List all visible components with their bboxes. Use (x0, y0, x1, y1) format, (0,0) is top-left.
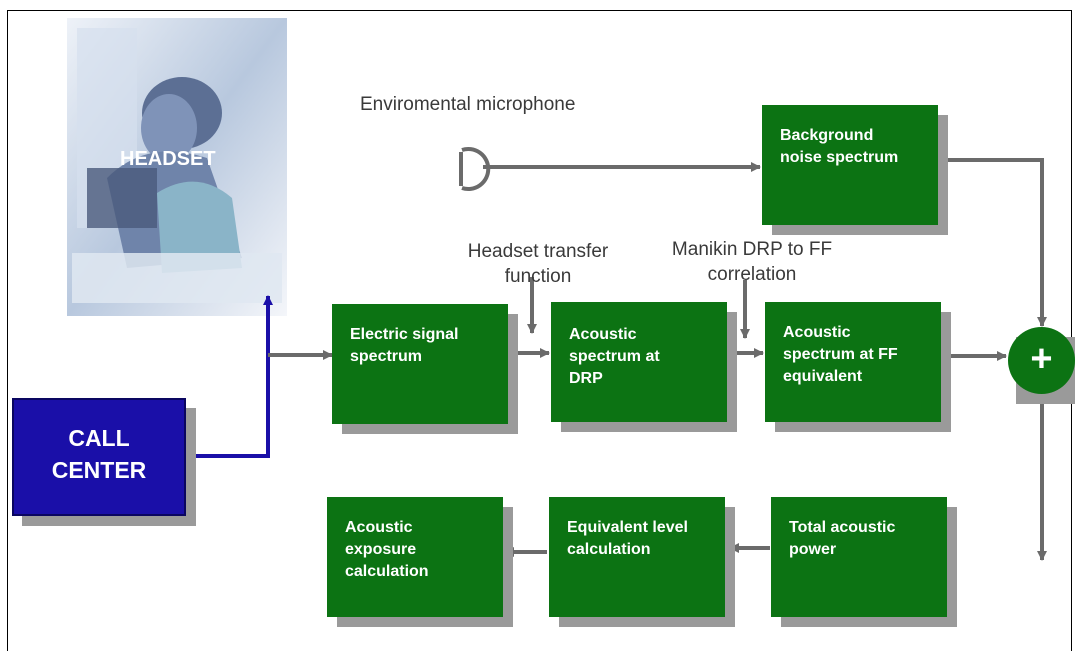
headset-label: HEADSET (120, 148, 216, 170)
call-center-to-headset-wire (190, 295, 273, 458)
acoustic-ff-box: Acoustic spectrum at FF equivalent (765, 302, 941, 422)
headset-photo (67, 18, 287, 316)
equivalent-level-box: Equivalent level calculation (549, 497, 725, 617)
microphone-label: Enviromental microphone (360, 94, 576, 115)
diagram-frame (7, 10, 1072, 651)
call-center-box: CALL CENTER (12, 398, 186, 516)
acoustic-drp-box: Acoustic spectrum at DRP (551, 302, 727, 422)
headset-transfer-annotation: Headset transfer function (467, 241, 609, 287)
summing-junction: + (1008, 327, 1075, 394)
exposure-box: Acoustic exposure calculation (327, 497, 503, 617)
total-power-box: Total acoustic power (771, 497, 947, 617)
manikin-annotation: Manikin DRP to FF correlation (671, 239, 833, 285)
electric-signal-box: Electric signal spectrum (332, 304, 508, 424)
background-noise-box: Background noise spectrum (762, 105, 938, 225)
connector-lines (190, 147, 1047, 561)
background-to-sum-arrow (936, 158, 1047, 327)
